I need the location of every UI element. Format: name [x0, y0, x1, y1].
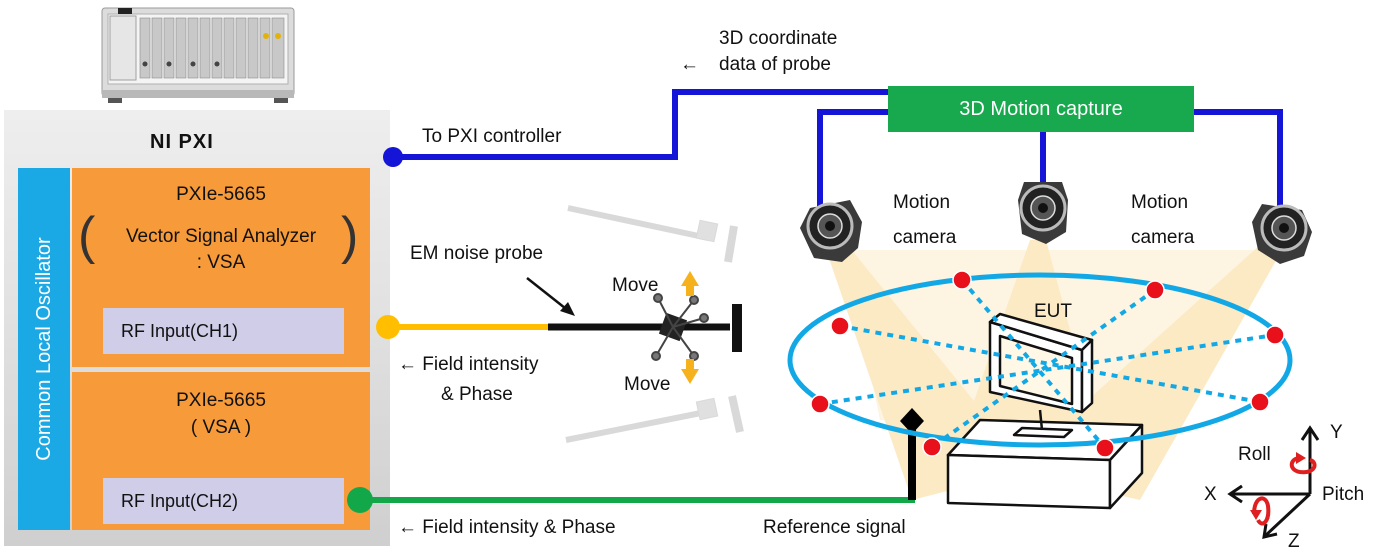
roll-rotation-arrow — [1289, 456, 1317, 475]
ring-markers — [810, 270, 1285, 458]
coord-data-label-line2: data of probe — [719, 54, 831, 75]
move-down-label: Move — [624, 374, 671, 395]
reference-signal-label: Reference signal — [763, 517, 906, 538]
em-noise-probe-label: EM noise probe — [410, 243, 544, 264]
move-up-label: Move — [612, 275, 659, 296]
vsa1-left-bracket: ( — [78, 207, 96, 265]
ghost-probe-upper — [567, 205, 738, 263]
ghost-probe-lower — [565, 395, 744, 443]
motion-camera-center — [1018, 182, 1068, 244]
vsa2-model-name: PXIe-5665 — [176, 390, 266, 411]
controller-link-endpoint — [383, 147, 403, 167]
common-local-oscillator-bar — [18, 168, 70, 530]
ch2-link-endpoint — [347, 487, 373, 513]
ch1-signal-label-line1: ← Field intensity — [398, 354, 539, 375]
reference-tip — [900, 408, 924, 434]
ch1-signal-label-line2: & Phase — [441, 384, 513, 405]
vsa2-description: ( VSA ) — [190, 417, 252, 438]
coord-data-label-line1: 3D coordinate — [719, 28, 838, 49]
vsa1-abbreviation: : VSA — [196, 252, 246, 273]
vsa1-right-bracket: ) — [341, 207, 359, 265]
camera-right-label-line1: Motion — [1131, 192, 1189, 213]
em-noise-probe — [548, 293, 742, 361]
camera-right-label-line2: camera — [1131, 227, 1195, 248]
ch2-link — [360, 436, 915, 503]
axis-y-label: Y — [1330, 422, 1343, 443]
mocap-link-left — [817, 109, 888, 210]
pxi-chassis-image — [101, 7, 295, 103]
rf-input-ch2: RF Input(CH2) — [103, 478, 344, 524]
vsa1-model-name: PXIe-5665 — [176, 184, 266, 205]
move-down-arrow — [681, 359, 699, 384]
roll-label: Roll — [1238, 444, 1271, 465]
camera-left-label-line1: Motion — [893, 192, 951, 213]
move-up-arrow — [681, 271, 699, 296]
motion-camera-right — [1252, 204, 1312, 264]
eut-label: EUT — [1034, 301, 1072, 322]
eut-device — [946, 312, 1144, 510]
controller-link — [393, 89, 888, 160]
axis-x-label: X — [1204, 484, 1217, 505]
controller-link-label: To PXI controller — [422, 126, 562, 147]
coord-data-arrow: ← — [680, 54, 699, 75]
motion-camera-left — [800, 200, 862, 262]
mocap-link-right — [1194, 109, 1283, 210]
pitch-label: Pitch — [1322, 484, 1365, 505]
ch1-link-endpoint — [376, 315, 400, 339]
pitch-rotation-arrow — [1252, 496, 1271, 526]
rf-input-ch1: RF Input(CH1) — [103, 308, 344, 354]
measurement-chords — [819, 278, 1276, 450]
ch2-signal-label: ← Field intensity & Phase — [398, 517, 616, 538]
coordinate-axes — [1227, 425, 1320, 539]
probe-label-arrow — [526, 277, 571, 313]
axis-z-label: Z — [1288, 531, 1300, 552]
motion-capture-box: 3D Motion capture — [888, 86, 1194, 132]
camera-left-label-line2: camera — [893, 227, 957, 248]
measurement-ring — [787, 272, 1293, 448]
pxi-title: NI PXI — [150, 131, 214, 153]
vsa1-description: Vector Signal Analyzer — [125, 226, 317, 247]
